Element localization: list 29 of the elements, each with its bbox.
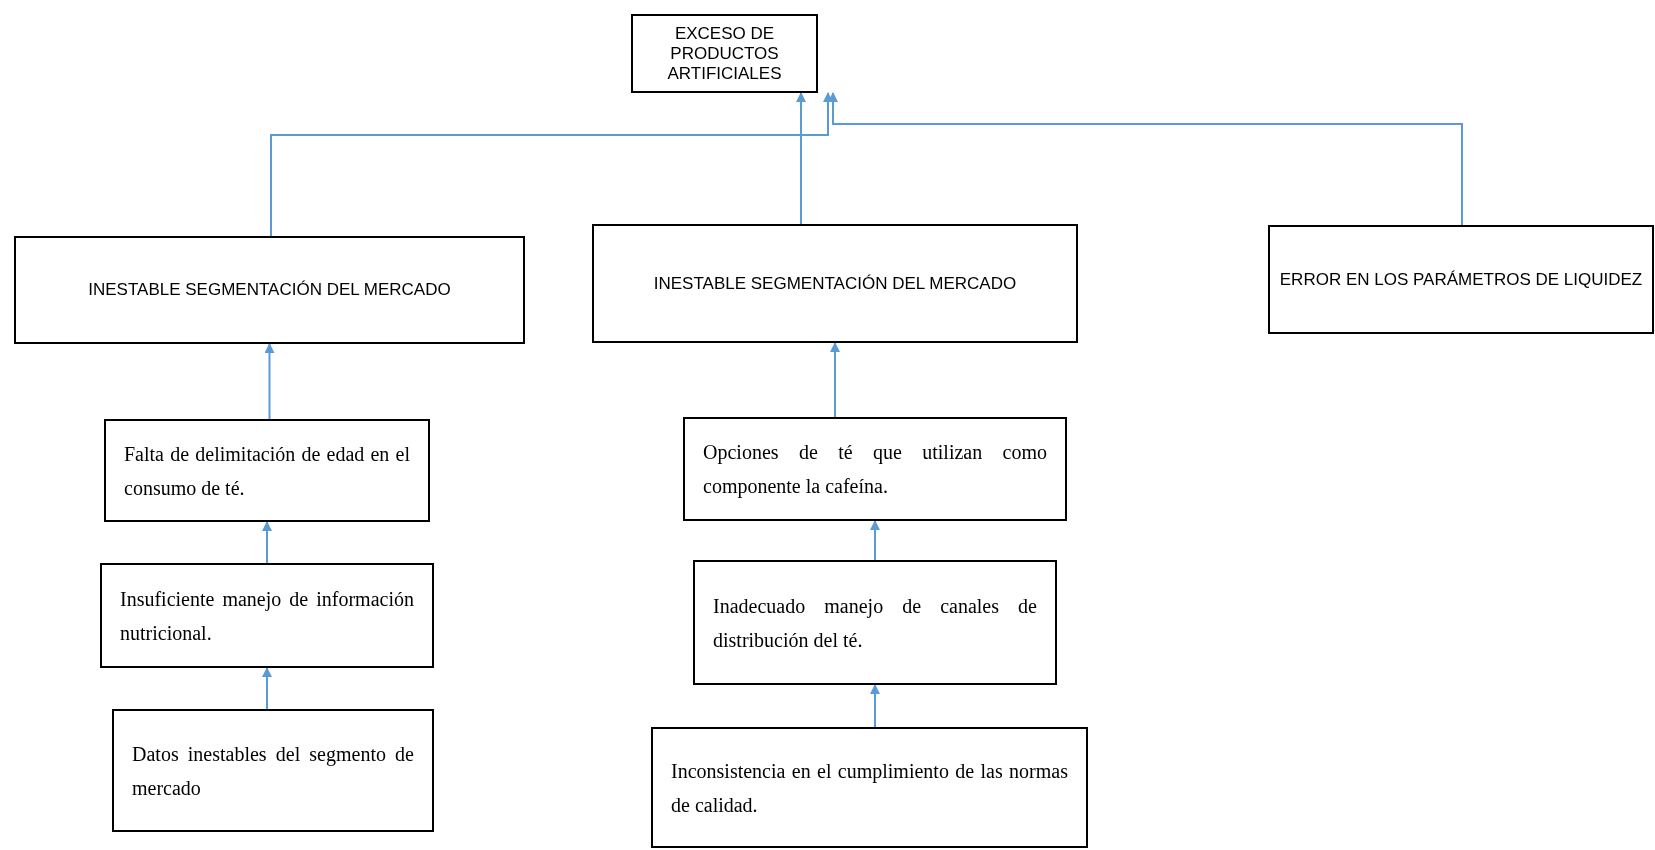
box-text: EXCESO DE PRODUCTOS ARTIFICIALES (666, 23, 783, 84)
cause-box (100, 563, 434, 668)
arrow (262, 667, 272, 710)
cause-box (112, 709, 434, 832)
arrow (270, 92, 833, 237)
box-text: INESTABLE SEGMENTACIÓN DEL MERCADO (87, 280, 452, 300)
arrow (262, 521, 272, 564)
box-text: Inconsistencia en el cumplimiento de las normas de calidad. (671, 758, 1068, 818)
box-text: ERROR EN LOS PARÁMETROS DE LIQUIDEZ (1278, 269, 1644, 290)
box-text: Opciones de té que utilizan como componente la cafeína. (703, 440, 1047, 500)
arrow (830, 342, 840, 418)
cause-box (1268, 225, 1654, 334)
cause-box (592, 224, 1078, 343)
arrow (870, 684, 880, 728)
cause-box (14, 236, 525, 344)
box-text: Inadecuado manejo de canales de distribución del té. (713, 593, 1037, 653)
cause-box (104, 419, 430, 522)
arrow (828, 92, 1463, 226)
arrow (796, 92, 806, 225)
cause-box (651, 727, 1088, 848)
arrow (870, 520, 880, 561)
cause-box (693, 560, 1057, 685)
box-text: Insuficiente manejo de información nutricional. (120, 586, 414, 646)
box-text: Datos inestables del segmento de mercado (132, 741, 414, 801)
arrow (264, 343, 275, 420)
box-text: INESTABLE SEGMENTACIÓN DEL MERCADO (652, 273, 1018, 294)
box-text: Falta de delimitación de edad en el consumo de té. (124, 441, 410, 501)
problem-box (631, 14, 818, 93)
cause-box (683, 417, 1067, 521)
